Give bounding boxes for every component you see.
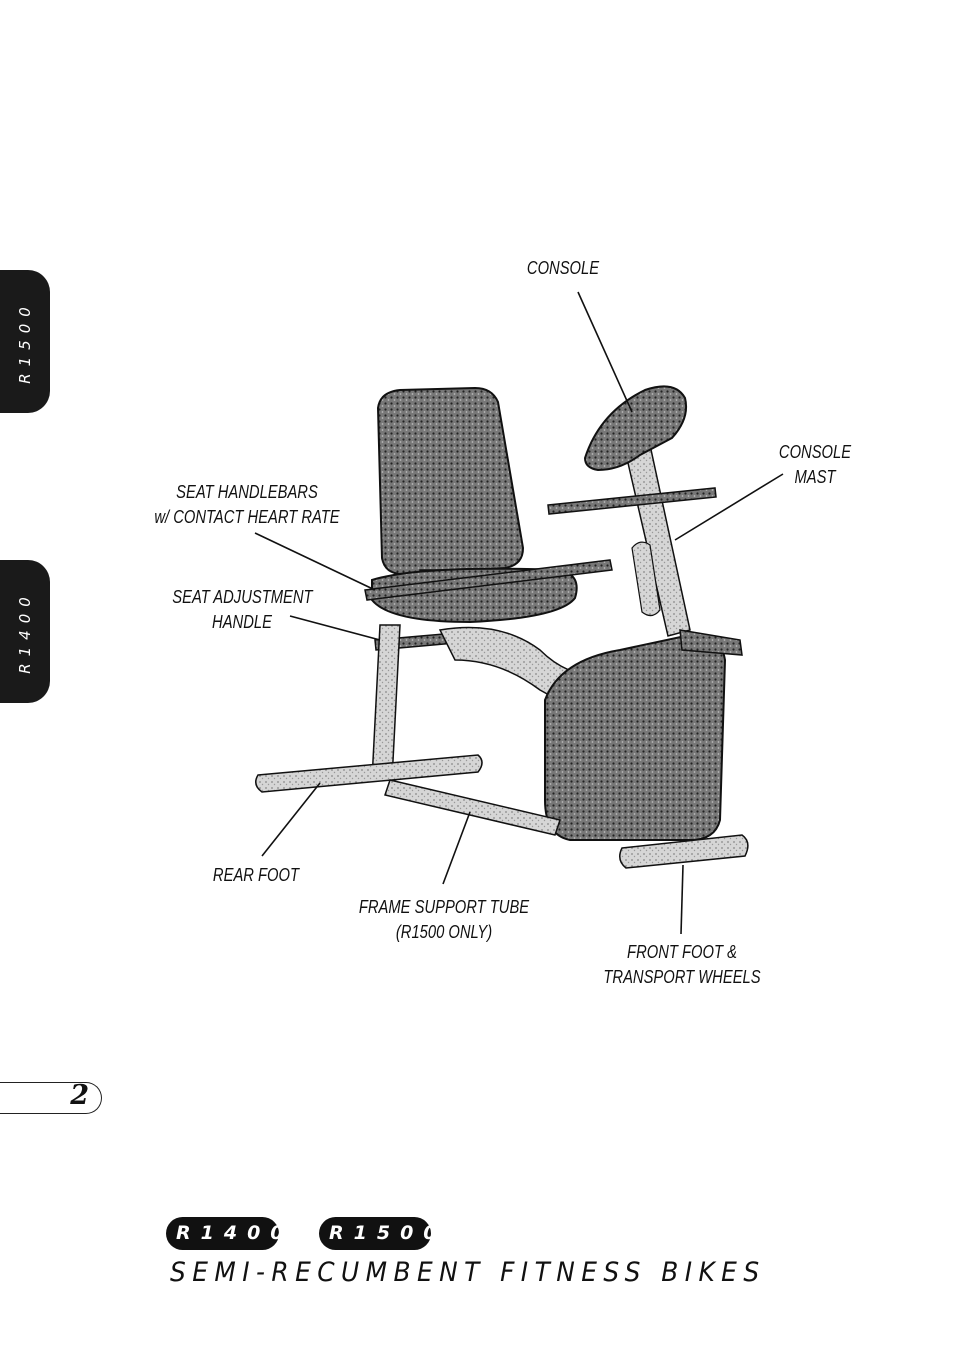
- callout-front-foot: FRONT FOOT & TRANSPORT WHEELS: [598, 940, 765, 990]
- callout-rear-foot: REAR FOOT: [207, 863, 305, 888]
- side-tab-r1500: R1500: [0, 270, 50, 413]
- seat-handlebar: [364, 559, 613, 601]
- leader-seat-adjustment: [289, 615, 381, 641]
- callout-line: TRANSPORT WHEELS: [603, 967, 761, 987]
- page-number-box: 2: [0, 1080, 102, 1114]
- flywheel-housing: [544, 633, 727, 841]
- document-title: SEMI-RECUMBENT FITNESS BIKES: [170, 1257, 766, 1288]
- frame-support-tube: [384, 779, 561, 836]
- water-bottle: [631, 541, 661, 617]
- front-foot: [619, 834, 749, 869]
- callout-line: CONSOLE: [526, 258, 600, 278]
- rear-foot: [255, 754, 483, 793]
- console: [583, 385, 688, 472]
- callout-line: FRAME SUPPORT TUBE: [358, 897, 530, 917]
- leader-frame-support: [442, 811, 471, 885]
- side-tab-r1400: R1400: [0, 560, 50, 703]
- model-badge-r1500: R1500: [319, 1217, 437, 1250]
- callout-line: HANDLE: [212, 612, 272, 632]
- callout-line: CONSOLE: [778, 442, 852, 462]
- leader-rear-foot: [261, 782, 321, 857]
- callout-line: SEAT HANDLEBARS: [176, 482, 318, 502]
- callout-line: FRONT FOOT &: [627, 942, 737, 962]
- seat-cushion: [371, 567, 578, 624]
- callout-console-mast: CONSOLE MAST: [774, 440, 856, 490]
- leader-seat-handlebars: [254, 532, 376, 591]
- callout-frame-support-tube: FRAME SUPPORT TUBE (R1500 ONLY): [354, 895, 534, 945]
- pedal: [679, 629, 743, 656]
- callout-line: (R1500 ONLY): [395, 922, 493, 942]
- callout-line: REAR FOOT: [212, 865, 300, 885]
- seat-back: [376, 386, 525, 576]
- callout-console: CONSOLE: [524, 256, 603, 281]
- callout-seat-adjustment: SEAT ADJUSTMENT HANDLE: [172, 585, 313, 635]
- callout-line: MAST: [794, 467, 836, 487]
- callout-line: w/ CONTACT HEART RATE: [154, 507, 340, 527]
- leader-front-foot: [680, 864, 684, 935]
- model-badge-r1400: R1400: [166, 1217, 284, 1250]
- console-handlebar: [547, 487, 717, 515]
- callout-line: SEAT ADJUSTMENT: [172, 587, 313, 607]
- page-number: 2: [70, 1080, 89, 1111]
- callout-seat-handlebars: SEAT HANDLEBARS w/ CONTACT HEART RATE: [149, 480, 346, 530]
- leader-console-mast: [674, 473, 784, 541]
- leader-console: [577, 291, 633, 413]
